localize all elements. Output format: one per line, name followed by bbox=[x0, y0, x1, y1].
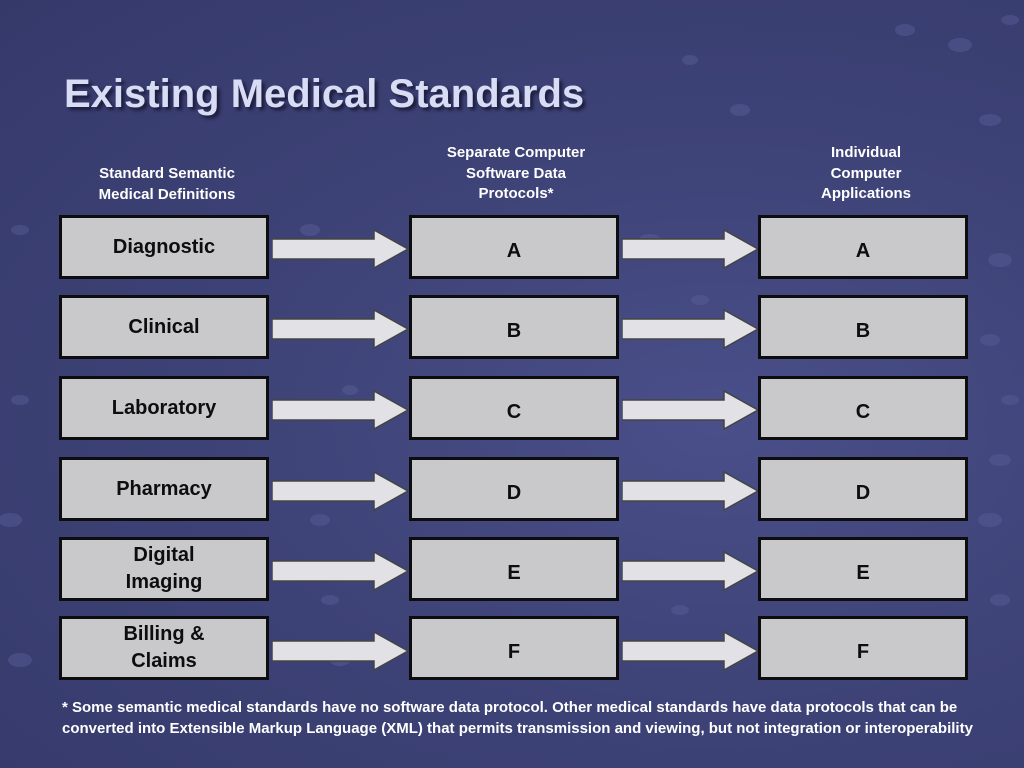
protocol-box-b: B bbox=[409, 295, 619, 359]
definition-box-diagnostic: Diagnostic bbox=[59, 215, 269, 279]
arrow-right-icon bbox=[272, 551, 410, 591]
arrow-right-icon bbox=[622, 390, 760, 430]
column-header-protocols: Separate Computer Software Data Protocol… bbox=[446, 144, 586, 202]
application-box-e: E bbox=[758, 537, 968, 601]
column-header-definitions: Standard Semantic Medical Definitions bbox=[98, 165, 236, 203]
footnote: * Some semantic medical standards have n… bbox=[62, 699, 973, 737]
protocol-box-e: E bbox=[409, 537, 619, 601]
arrow-right-icon bbox=[622, 471, 760, 511]
protocol-box-c: C bbox=[409, 376, 619, 440]
arrow-right-icon bbox=[272, 390, 410, 430]
protocol-box-a: A bbox=[409, 215, 619, 279]
application-box-d: D bbox=[758, 457, 968, 521]
application-box-f: F bbox=[758, 616, 968, 680]
protocol-box-f: F bbox=[409, 616, 619, 680]
definition-box-pharmacy: Pharmacy bbox=[59, 457, 269, 521]
arrow-right-icon bbox=[622, 551, 760, 591]
application-box-c: C bbox=[758, 376, 968, 440]
definition-box-clinical: Clinical bbox=[59, 295, 269, 359]
definition-box-laboratory: Laboratory bbox=[59, 376, 269, 440]
slide-title: Existing Medical Standards bbox=[64, 72, 585, 116]
column-header-applications: Individual Computer Applications bbox=[820, 144, 911, 202]
application-box-a: A bbox=[758, 215, 968, 279]
arrow-right-icon bbox=[272, 471, 410, 511]
arrow-right-icon bbox=[622, 309, 760, 349]
arrow-right-icon bbox=[272, 229, 410, 269]
protocol-box-d: D bbox=[409, 457, 619, 521]
arrow-right-icon bbox=[272, 631, 410, 671]
arrow-right-icon bbox=[622, 229, 760, 269]
application-box-b: B bbox=[758, 295, 968, 359]
arrow-right-icon bbox=[622, 631, 760, 671]
definition-box-digital-imaging: Digital Imaging bbox=[59, 537, 269, 601]
arrow-right-icon bbox=[272, 309, 410, 349]
definition-box-billing-claims: Billing & Claims bbox=[59, 616, 269, 680]
